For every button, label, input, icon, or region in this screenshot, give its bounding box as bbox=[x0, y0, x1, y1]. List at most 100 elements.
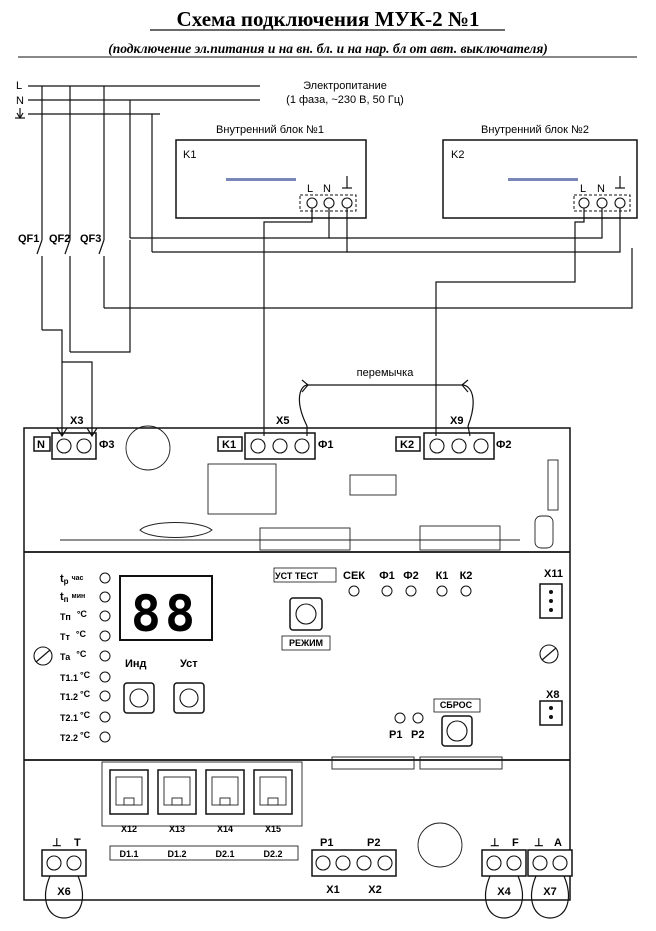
x8-label: X8 bbox=[546, 689, 559, 701]
d-label-3: D2.2 bbox=[263, 849, 282, 859]
p2-led-label: P2 bbox=[411, 729, 424, 741]
x5-screw-1 bbox=[250, 438, 266, 454]
indoor1-display-strip bbox=[226, 178, 296, 181]
rj-label-1: X13 bbox=[169, 824, 185, 834]
line-N-label: N bbox=[16, 95, 24, 107]
breaker-qf1 bbox=[36, 239, 43, 330]
p1-led bbox=[394, 712, 406, 724]
terminal-x3: X3 N Ф3 bbox=[33, 415, 115, 460]
indoor1-terminal-N bbox=[323, 197, 335, 209]
d-label-1: D1.2 bbox=[167, 849, 186, 859]
indicator-0-led bbox=[99, 572, 111, 584]
reset-button[interactable] bbox=[441, 715, 473, 747]
indoor1-ground-icon bbox=[342, 176, 352, 189]
indicator-6: Т1.2°С bbox=[60, 689, 111, 702]
indoor1-terminal-block bbox=[299, 194, 357, 212]
indicator-4-led bbox=[99, 650, 111, 662]
indicator-6-led bbox=[99, 690, 111, 702]
status-led-1 bbox=[381, 585, 393, 597]
x9-screw-3 bbox=[473, 438, 489, 454]
panel-screw-left bbox=[33, 646, 53, 666]
ind-button-label: Инд bbox=[125, 658, 147, 670]
svg-text:Т2.2°С: Т2.2°С bbox=[60, 730, 91, 743]
jumper-wire bbox=[298, 384, 474, 427]
rj-port-x15[interactable] bbox=[253, 769, 293, 815]
reset-button-label: СБРОС bbox=[440, 700, 473, 710]
x9-screw-2 bbox=[451, 438, 467, 454]
x2-label: X2 bbox=[368, 884, 381, 896]
ust-button-label: Уст bbox=[180, 658, 198, 670]
page-title: Схема подключения МУК-2 №1 bbox=[177, 7, 480, 31]
indicator-3: Тт°С bbox=[60, 629, 111, 642]
terminal-x4: ⊥ F X4 bbox=[481, 837, 527, 919]
indoor2-ground-icon bbox=[615, 176, 625, 189]
p1-led-label: P1 bbox=[389, 729, 402, 741]
indicator-5: Т1.1°С bbox=[60, 670, 111, 683]
indicator-5-led bbox=[99, 671, 111, 683]
breaker-qf2-label: QF2 bbox=[49, 233, 70, 245]
x4-right-label: F bbox=[512, 837, 519, 849]
status-led-label-1: Ф1 bbox=[379, 570, 395, 582]
indoor2-display-strip bbox=[508, 178, 578, 181]
rj-port-x12[interactable] bbox=[109, 769, 149, 815]
display-value: 88 bbox=[131, 585, 199, 643]
mode-button-label: РЕЖИМ bbox=[289, 638, 323, 648]
status-led-label-0: СЕК bbox=[343, 570, 365, 582]
ind-button[interactable] bbox=[123, 682, 155, 714]
jumper-label: перемычка bbox=[357, 367, 415, 379]
indoor1-terminal-ground bbox=[341, 197, 353, 209]
indoor1-terminal-L bbox=[306, 197, 318, 209]
connector-x8 bbox=[539, 700, 563, 726]
controller-board bbox=[23, 427, 571, 901]
indicator-7-led bbox=[99, 711, 111, 723]
indoor1-N: N bbox=[323, 183, 331, 195]
x7-left-label: ⊥ bbox=[534, 837, 544, 849]
x3-screw-2 bbox=[76, 438, 92, 454]
indoor2-L: L bbox=[580, 183, 586, 195]
connector-x11 bbox=[539, 583, 563, 619]
x9-screw-1 bbox=[429, 438, 445, 454]
indicator-3-led bbox=[99, 630, 111, 642]
indoor1-code: K1 bbox=[183, 149, 196, 161]
indicator-4: Та°С bbox=[60, 649, 111, 662]
svg-text:Тт°С: Тт°С bbox=[60, 629, 87, 642]
rj-port-x13[interactable] bbox=[157, 769, 197, 815]
x3-left-label: N bbox=[37, 439, 45, 451]
svg-text:Т1.1°С: Т1.1°С bbox=[60, 670, 91, 683]
x5-screw-3 bbox=[294, 438, 310, 454]
mode-button[interactable] bbox=[289, 597, 323, 631]
status-led-3 bbox=[436, 585, 448, 597]
x9-left-label: K2 bbox=[400, 439, 414, 451]
x7-right-label: A bbox=[554, 837, 562, 849]
breaker-qf3-label: QF3 bbox=[80, 233, 101, 245]
p1-terminal-label: P1 bbox=[320, 837, 333, 849]
indicator-2: Тп°С bbox=[60, 609, 111, 622]
ust-test-label: УСТ ТЕСТ bbox=[275, 571, 319, 581]
board-relay bbox=[349, 474, 397, 496]
x4-name: X4 bbox=[497, 886, 511, 898]
line-L-label: L bbox=[16, 80, 22, 92]
indicator-2-led bbox=[99, 610, 111, 622]
indicator-8-led bbox=[99, 731, 111, 743]
breaker-qf1-label: QF1 bbox=[18, 233, 39, 245]
x3-right-label: Ф3 bbox=[99, 439, 115, 451]
bottom-capacitor bbox=[417, 822, 463, 868]
panel-screw-right bbox=[539, 644, 559, 664]
status-led-label-4: К2 bbox=[460, 570, 473, 582]
rj-port-x14[interactable] bbox=[205, 769, 245, 815]
x1-label: X1 bbox=[326, 884, 339, 896]
terminal-x5: X5 K1 Ф1 bbox=[217, 415, 334, 460]
ust-button[interactable] bbox=[173, 682, 205, 714]
status-leds: СЕК Ф1 Ф2 К1 К2 bbox=[343, 570, 473, 597]
status-led-2 bbox=[405, 585, 417, 597]
rj-label-3: X15 bbox=[265, 824, 281, 834]
power-title: Электропитание bbox=[303, 80, 387, 92]
indoor1-title: Внутренний блок №1 bbox=[216, 124, 324, 136]
x4-left-label: ⊥ bbox=[490, 837, 500, 849]
indoor1-L: L bbox=[307, 183, 313, 195]
indoor2-terminal-ground bbox=[614, 197, 626, 209]
page-subtitle: (подключение эл.питания и на вн. бл. и н… bbox=[108, 41, 548, 56]
